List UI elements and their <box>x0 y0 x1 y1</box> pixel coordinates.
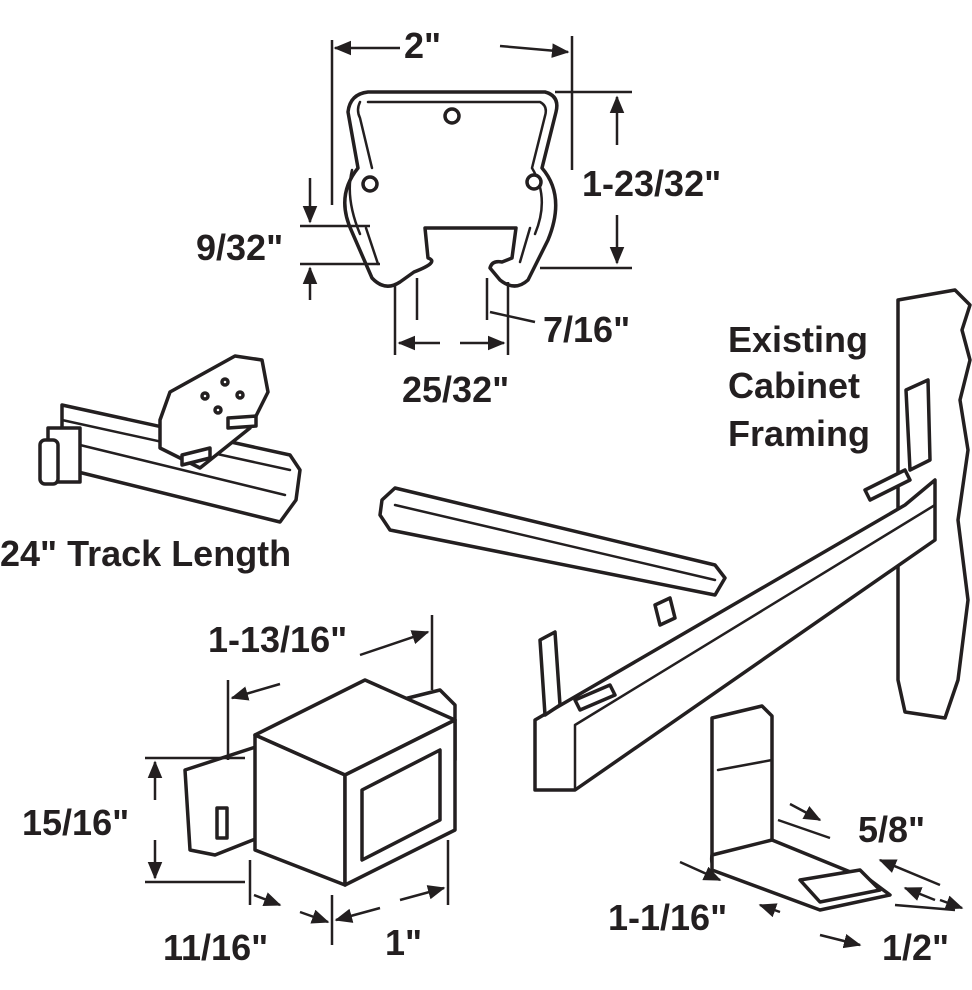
cabinet-label-line1: Existing <box>728 319 868 360</box>
glide-dimensions <box>300 36 632 355</box>
bracket-height-label: 15/16" <box>22 802 129 843</box>
rear-bracket-dimensions <box>145 615 450 945</box>
slot-lip-label: 7/16" <box>543 309 630 350</box>
front-clip-drawing <box>709 704 892 912</box>
cabinet-assembly-drawing <box>378 288 972 792</box>
glide-height-label: 1-23/32" <box>582 163 721 204</box>
front-clip-dimensions <box>679 802 964 949</box>
clip-tab-label: 1/2" <box>882 927 949 968</box>
glide-profile-drawing <box>343 90 559 288</box>
clip-width-label: 5/8" <box>858 809 925 850</box>
cabinet-label-line3: Framing <box>728 413 870 454</box>
cabinet-label-line2: Cabinet <box>728 365 860 406</box>
clip-length-label: 1-1/16" <box>608 897 727 938</box>
lip-height-label: 9/32" <box>196 227 283 268</box>
glide-width-label: 2" <box>404 25 441 66</box>
slot-width-label: 25/32" <box>402 369 509 410</box>
bracket-width-label: 1" <box>385 922 422 963</box>
track-with-glide-drawing <box>38 354 302 524</box>
rear-bracket-drawing <box>183 678 457 887</box>
bracket-flange-label: 11/16" <box>163 927 268 968</box>
track-length-label: 24" Track Length <box>0 533 291 574</box>
bracket-depth-label: 1-13/16" <box>208 619 347 660</box>
